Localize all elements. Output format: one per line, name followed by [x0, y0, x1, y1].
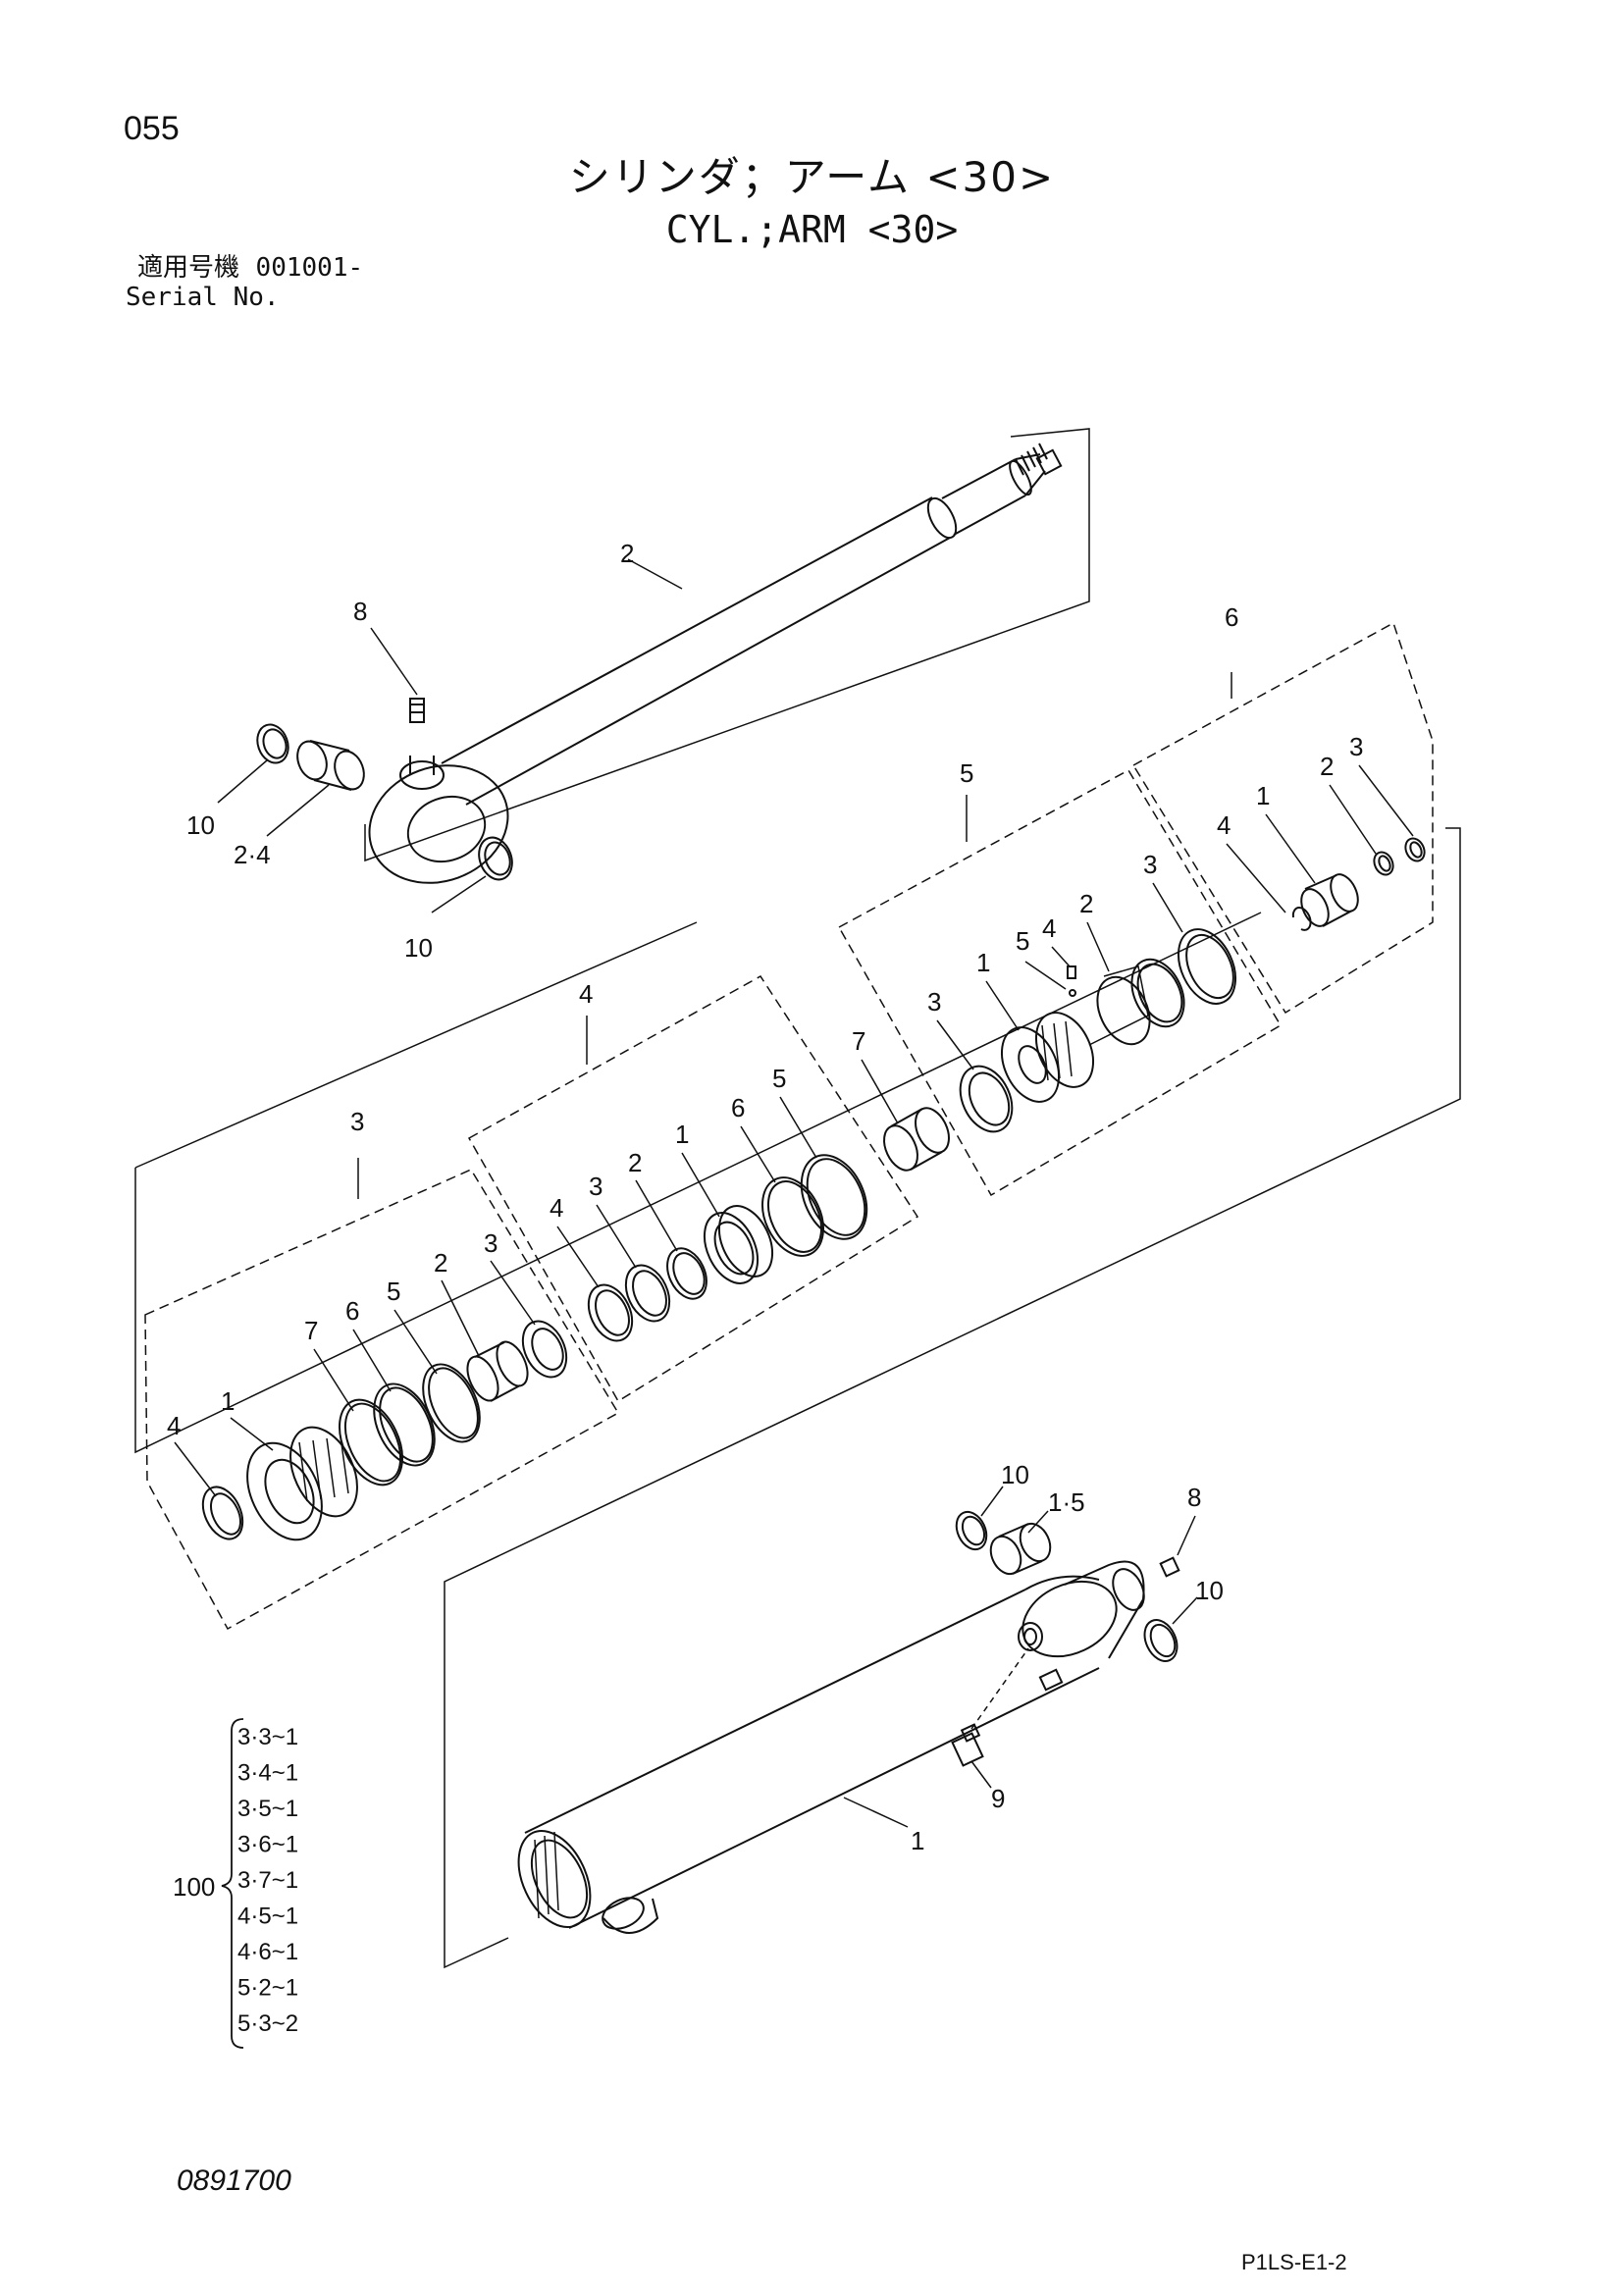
- callout-gland-seal-kit: 4: [167, 1411, 181, 1440]
- piston-ring-3[interactable]: [950, 1058, 1022, 1140]
- cushion-bearing-1[interactable]: [1296, 870, 1364, 930]
- callout-rod-ring-right: 10: [404, 933, 433, 963]
- callout-piston-ring-3b: 3: [1143, 850, 1157, 879]
- callout-gland-bushing-2: 2: [434, 1248, 447, 1278]
- bushing-tube[interactable]: [985, 1519, 1056, 1579]
- cushion-nut-3[interactable]: [1402, 835, 1428, 863]
- callout-group-cushion: 6: [1225, 602, 1238, 632]
- seal-kit-item: 5·3~2: [237, 2010, 298, 2037]
- callout-gland-ring-6: 6: [345, 1296, 359, 1326]
- callout-rod-grease-fitting: 8: [353, 597, 367, 626]
- callout-tube-pipe-fitting: 9: [991, 1784, 1005, 1813]
- piston-ball-5[interactable]: [1069, 989, 1076, 997]
- callout-gland-seal-3: 3: [484, 1228, 498, 1258]
- callout-tube-bushing: 1·5: [1048, 1487, 1085, 1517]
- piston-screw-4[interactable]: [1067, 965, 1076, 979]
- gland-ring-7[interactable]: [327, 1389, 415, 1494]
- callout-cushion-ring-2: 2: [1320, 752, 1334, 781]
- gland-body-1[interactable]: [233, 1417, 370, 1552]
- piston-rod-assembly[interactable]: [353, 428, 1090, 902]
- gland-ring-6[interactable]: [362, 1375, 446, 1476]
- piston-seal-kit-box: [467, 975, 919, 1403]
- callout-cushion-nut-3: 3: [1349, 732, 1363, 761]
- serial-label-japanese: 適用号機 001001-: [137, 255, 363, 281]
- piston-body-1[interactable]: [991, 1004, 1105, 1111]
- callout-piston-ring-3: 3: [927, 987, 941, 1017]
- document-code: 0891700: [177, 2165, 291, 2197]
- callout-rod-assembly: 2: [620, 539, 634, 568]
- callout-ps-seal-1: 1: [675, 1120, 689, 1149]
- callout-group-piston: 5: [960, 758, 973, 788]
- piston-ring-3b[interactable]: [1168, 920, 1247, 1013]
- callout-tube-ring-top: 10: [1001, 1460, 1029, 1489]
- cushion-snap-ring-4[interactable]: [1291, 907, 1312, 931]
- callout-cushion-ring-4: 4: [1217, 810, 1231, 840]
- callout-tube-ring-right: 10: [1195, 1576, 1224, 1605]
- grease-fitting-tube[interactable]: [1159, 1556, 1180, 1578]
- callout-piston-body: 1: [976, 948, 990, 977]
- callout-tube-grease-fitting: 8: [1187, 1483, 1201, 1512]
- retaining-ring-tube-right[interactable]: [1138, 1615, 1183, 1667]
- serial-label-jp-text: 適用号機: [137, 253, 240, 283]
- cylinder-tube[interactable]: [504, 1560, 1150, 1939]
- seal-kit-item: 3·3~1: [237, 1724, 298, 1750]
- callout-ps-ring-4: 4: [550, 1193, 563, 1223]
- callout-piston-ball: 5: [1016, 926, 1029, 956]
- seal-kit-item: 3·6~1: [237, 1832, 298, 1858]
- seal-kit-item: 4·5~1: [237, 1904, 298, 1930]
- callout-cylinder-tube: 1: [911, 1826, 924, 1855]
- callout-ps-ring-3: 3: [589, 1172, 602, 1201]
- seal-kit-item: 5·2~1: [237, 1975, 298, 2002]
- callout-gland-ring-7: 7: [304, 1316, 318, 1345]
- callout-piston-ring-2: 2: [1079, 889, 1093, 918]
- callout-gland-ring-5: 5: [387, 1277, 400, 1306]
- sheet-code: P1LS-E1-2: [1241, 2250, 1347, 2274]
- callout-group-piston-seals: 4: [579, 979, 593, 1009]
- serial-number-value: 001001-: [255, 253, 364, 283]
- gland-seal-4[interactable]: [195, 1481, 250, 1545]
- seal-kit-number: 100: [173, 1872, 215, 1902]
- seal-kit-item: 4·6~1: [237, 1939, 298, 1965]
- retaining-ring-rod-right[interactable]: [473, 833, 517, 884]
- page-title-english: CYL.;ARM <30>: [665, 208, 959, 251]
- callout-piston-screw: 4: [1042, 913, 1056, 943]
- piston-seal-1[interactable]: [694, 1197, 783, 1291]
- bushing-rod[interactable]: [292, 737, 369, 793]
- gland-kit-box: [144, 1169, 620, 1631]
- pipe-fitting-9[interactable]: [951, 1723, 984, 1767]
- serial-label-english: Serial No.: [126, 283, 280, 312]
- page-number: 055: [124, 110, 180, 147]
- gland-bushing-2[interactable]: [461, 1337, 534, 1405]
- cushion-ring-2[interactable]: [1371, 849, 1396, 877]
- retaining-ring-tube-top[interactable]: [951, 1507, 992, 1554]
- retaining-ring-rod-left[interactable]: [252, 720, 293, 767]
- cushion-kit-box: [1131, 621, 1434, 1015]
- piston-seal-ring-5[interactable]: [789, 1145, 879, 1250]
- callout-gland-body: 1: [221, 1386, 235, 1416]
- piston-kit-box: [837, 768, 1283, 1197]
- piston-seal-ring-3[interactable]: [617, 1258, 678, 1328]
- grease-fitting-rod[interactable]: [409, 698, 425, 723]
- seal-kit-item: 3·7~1: [237, 1867, 298, 1894]
- callout-rod-bushing: 2·4: [234, 840, 271, 869]
- piston-seal-ring-6[interactable]: [751, 1168, 835, 1266]
- callout-cushion-bearing-1: 1: [1256, 781, 1270, 810]
- seal-kit-list: 100 3·3~1 3·4~1 3·5~1 3·6~1 3·7~1 4·5~1 4·6~1 5…: [173, 1718, 298, 2049]
- seal-kit-item: 3·5~1: [237, 1796, 298, 1822]
- callout-ps-ring-2: 2: [628, 1148, 642, 1177]
- page-title-japanese: シリンダ；アーム <30>: [568, 153, 1056, 201]
- piston-seal-ring-4[interactable]: [580, 1278, 641, 1347]
- gland-seal-3[interactable]: [514, 1314, 575, 1383]
- callout-rod-ring-left: 10: [186, 810, 215, 840]
- piston-collar-7[interactable]: [877, 1103, 955, 1175]
- piston-seal-ring-2[interactable]: [659, 1242, 713, 1305]
- callout-ps-ring-6: 6: [731, 1093, 745, 1122]
- callout-piston-collar: 7: [852, 1026, 865, 1056]
- seal-kit-item: 3·4~1: [237, 1760, 298, 1787]
- callout-group-gland: 3: [350, 1107, 364, 1136]
- gland-ring-5[interactable]: [412, 1355, 492, 1450]
- callout-ps-ring-5: 5: [772, 1064, 786, 1093]
